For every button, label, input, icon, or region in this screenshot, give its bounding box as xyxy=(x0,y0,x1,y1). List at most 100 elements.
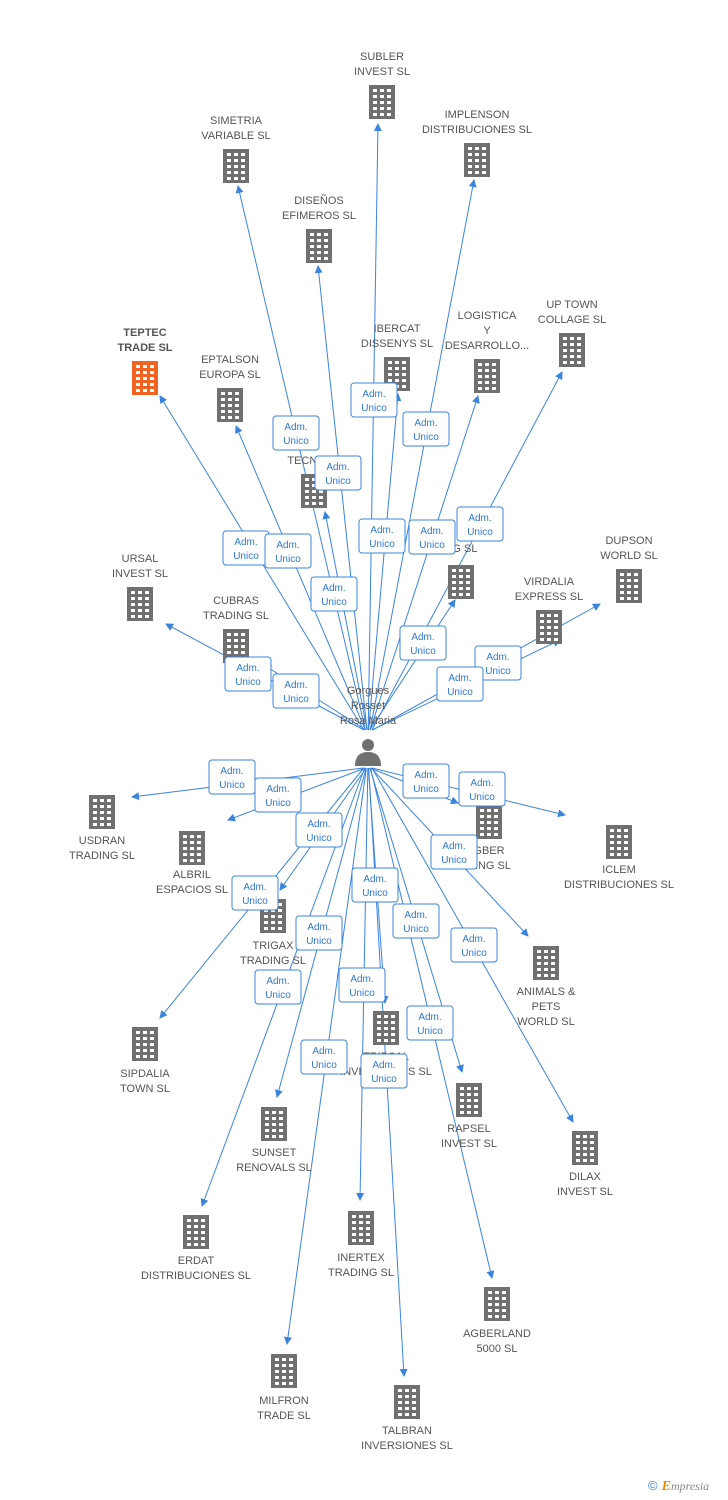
relation-label: Adm.Unico xyxy=(295,812,343,848)
edge-ngsl xyxy=(369,599,456,731)
company-label-line: SUNSET xyxy=(252,1147,297,1159)
relation-label-text: Unico xyxy=(403,924,429,935)
building-icon xyxy=(348,1211,374,1245)
company-label-line: INVEST SL xyxy=(557,1186,613,1198)
company-node-uptown[interactable]: UP TOWN COLLAGE SL xyxy=(538,299,606,367)
company-label-line: Y xyxy=(483,325,491,337)
company-node-agberland[interactable]: AGBERLAND 5000 SL xyxy=(463,1287,531,1355)
relation-label: Adm.Unico xyxy=(222,530,270,566)
person-icon xyxy=(355,739,381,766)
company-label-line: EUROPA SL xyxy=(199,369,261,381)
company-label-line: DUPSON xyxy=(605,535,652,547)
relation-label-text: Adm. xyxy=(326,462,349,473)
relation-label: Adm.Unico xyxy=(458,771,506,807)
company-label-line: 5000 SL xyxy=(477,1343,518,1355)
relation-label-text: Adm. xyxy=(462,934,485,945)
building-icon xyxy=(606,825,632,859)
relation-label: Adm.Unico xyxy=(399,625,447,661)
relation-label: Adm.Unico xyxy=(350,382,398,418)
company-label-line: DISTRIBUCIONES SL xyxy=(564,879,674,891)
relation-label-text: Unico xyxy=(283,436,309,447)
company-node-logistica[interactable]: LOGISTICAYDESARROLLO... xyxy=(445,310,529,393)
company-label-line: IMPLENSON xyxy=(445,109,510,121)
company-label-line: EXPRESS SL xyxy=(515,591,583,603)
relation-label: Adm.Unico xyxy=(300,1039,348,1075)
company-label-line: VIRDALIA xyxy=(524,576,575,588)
brand-name: mpresia xyxy=(670,1479,710,1493)
company-label-line: DISTRIBUCIONES SL xyxy=(141,1270,251,1282)
company-node-virdalia[interactable]: VIRDALIA EXPRESS SL xyxy=(515,576,583,644)
relation-label-text: Unico xyxy=(242,896,268,907)
company-label-line: CUBRAS xyxy=(213,595,259,607)
relation-label: Adm.Unico xyxy=(254,777,302,813)
company-label-line: ERDAT xyxy=(178,1255,215,1267)
relation-label: Adm.Unico xyxy=(314,455,362,491)
relation-label-text: Adm. xyxy=(234,537,257,548)
company-label-line: DESARROLLO... xyxy=(445,340,529,352)
building-icon xyxy=(572,1131,598,1165)
relation-label-text: Unico xyxy=(265,798,291,809)
building-icon xyxy=(533,946,559,980)
relation-label: Adm.Unico xyxy=(474,645,522,681)
relation-label-text: Adm. xyxy=(220,766,243,777)
relation-label-text: Unico xyxy=(447,687,473,698)
company-label-line: SUBLER xyxy=(360,51,404,63)
relation-label: Adm.Unico xyxy=(208,759,256,795)
footer-brand[interactable]: ©Empresia xyxy=(648,1478,724,1496)
person-name-line: Rosset xyxy=(351,700,385,712)
building-icon xyxy=(271,1354,297,1388)
building-icon xyxy=(536,610,562,644)
company-label-line: INVEST SL xyxy=(112,568,168,580)
edge-uptown xyxy=(371,371,563,731)
person-name-line: Rosa Maria xyxy=(340,715,397,727)
company-label-line: COLLAGE SL xyxy=(538,314,606,326)
brand-initial: E xyxy=(661,1479,671,1494)
company-label-line: DISSENYS SL xyxy=(361,338,433,350)
relation-label-text: Unico xyxy=(419,540,445,551)
relation-label-text: Adm. xyxy=(414,418,437,429)
company-label-line: TRADING SL xyxy=(240,955,306,967)
relation-label: Adm.Unico xyxy=(224,656,272,692)
company-label-line: AGBERLAND xyxy=(463,1328,531,1340)
relation-label-text: Adm. xyxy=(372,1060,395,1071)
relation-label: Adm.Unico xyxy=(430,834,478,870)
relation-label: Adm.Unico xyxy=(254,969,302,1005)
building-icon xyxy=(127,587,153,621)
relation-label-text: Unico xyxy=(413,784,439,795)
relation-label-text: Adm. xyxy=(370,525,393,536)
relation-label: Adm.Unico xyxy=(338,967,386,1003)
building-icon xyxy=(484,1287,510,1321)
company-label-line: TRADE SL xyxy=(118,342,173,354)
relation-label: Adm.Unico xyxy=(351,867,399,903)
company-label-line: GBER xyxy=(473,845,504,857)
company-label-line: UP TOWN xyxy=(546,299,597,311)
company-node-erdat[interactable]: ERDAT DISTRIBUCIONES SL xyxy=(141,1215,251,1282)
relation-label-text: Adm. xyxy=(411,632,434,643)
company-label-line: TRADING SL xyxy=(69,850,135,862)
relation-label-text: Unico xyxy=(349,988,375,999)
